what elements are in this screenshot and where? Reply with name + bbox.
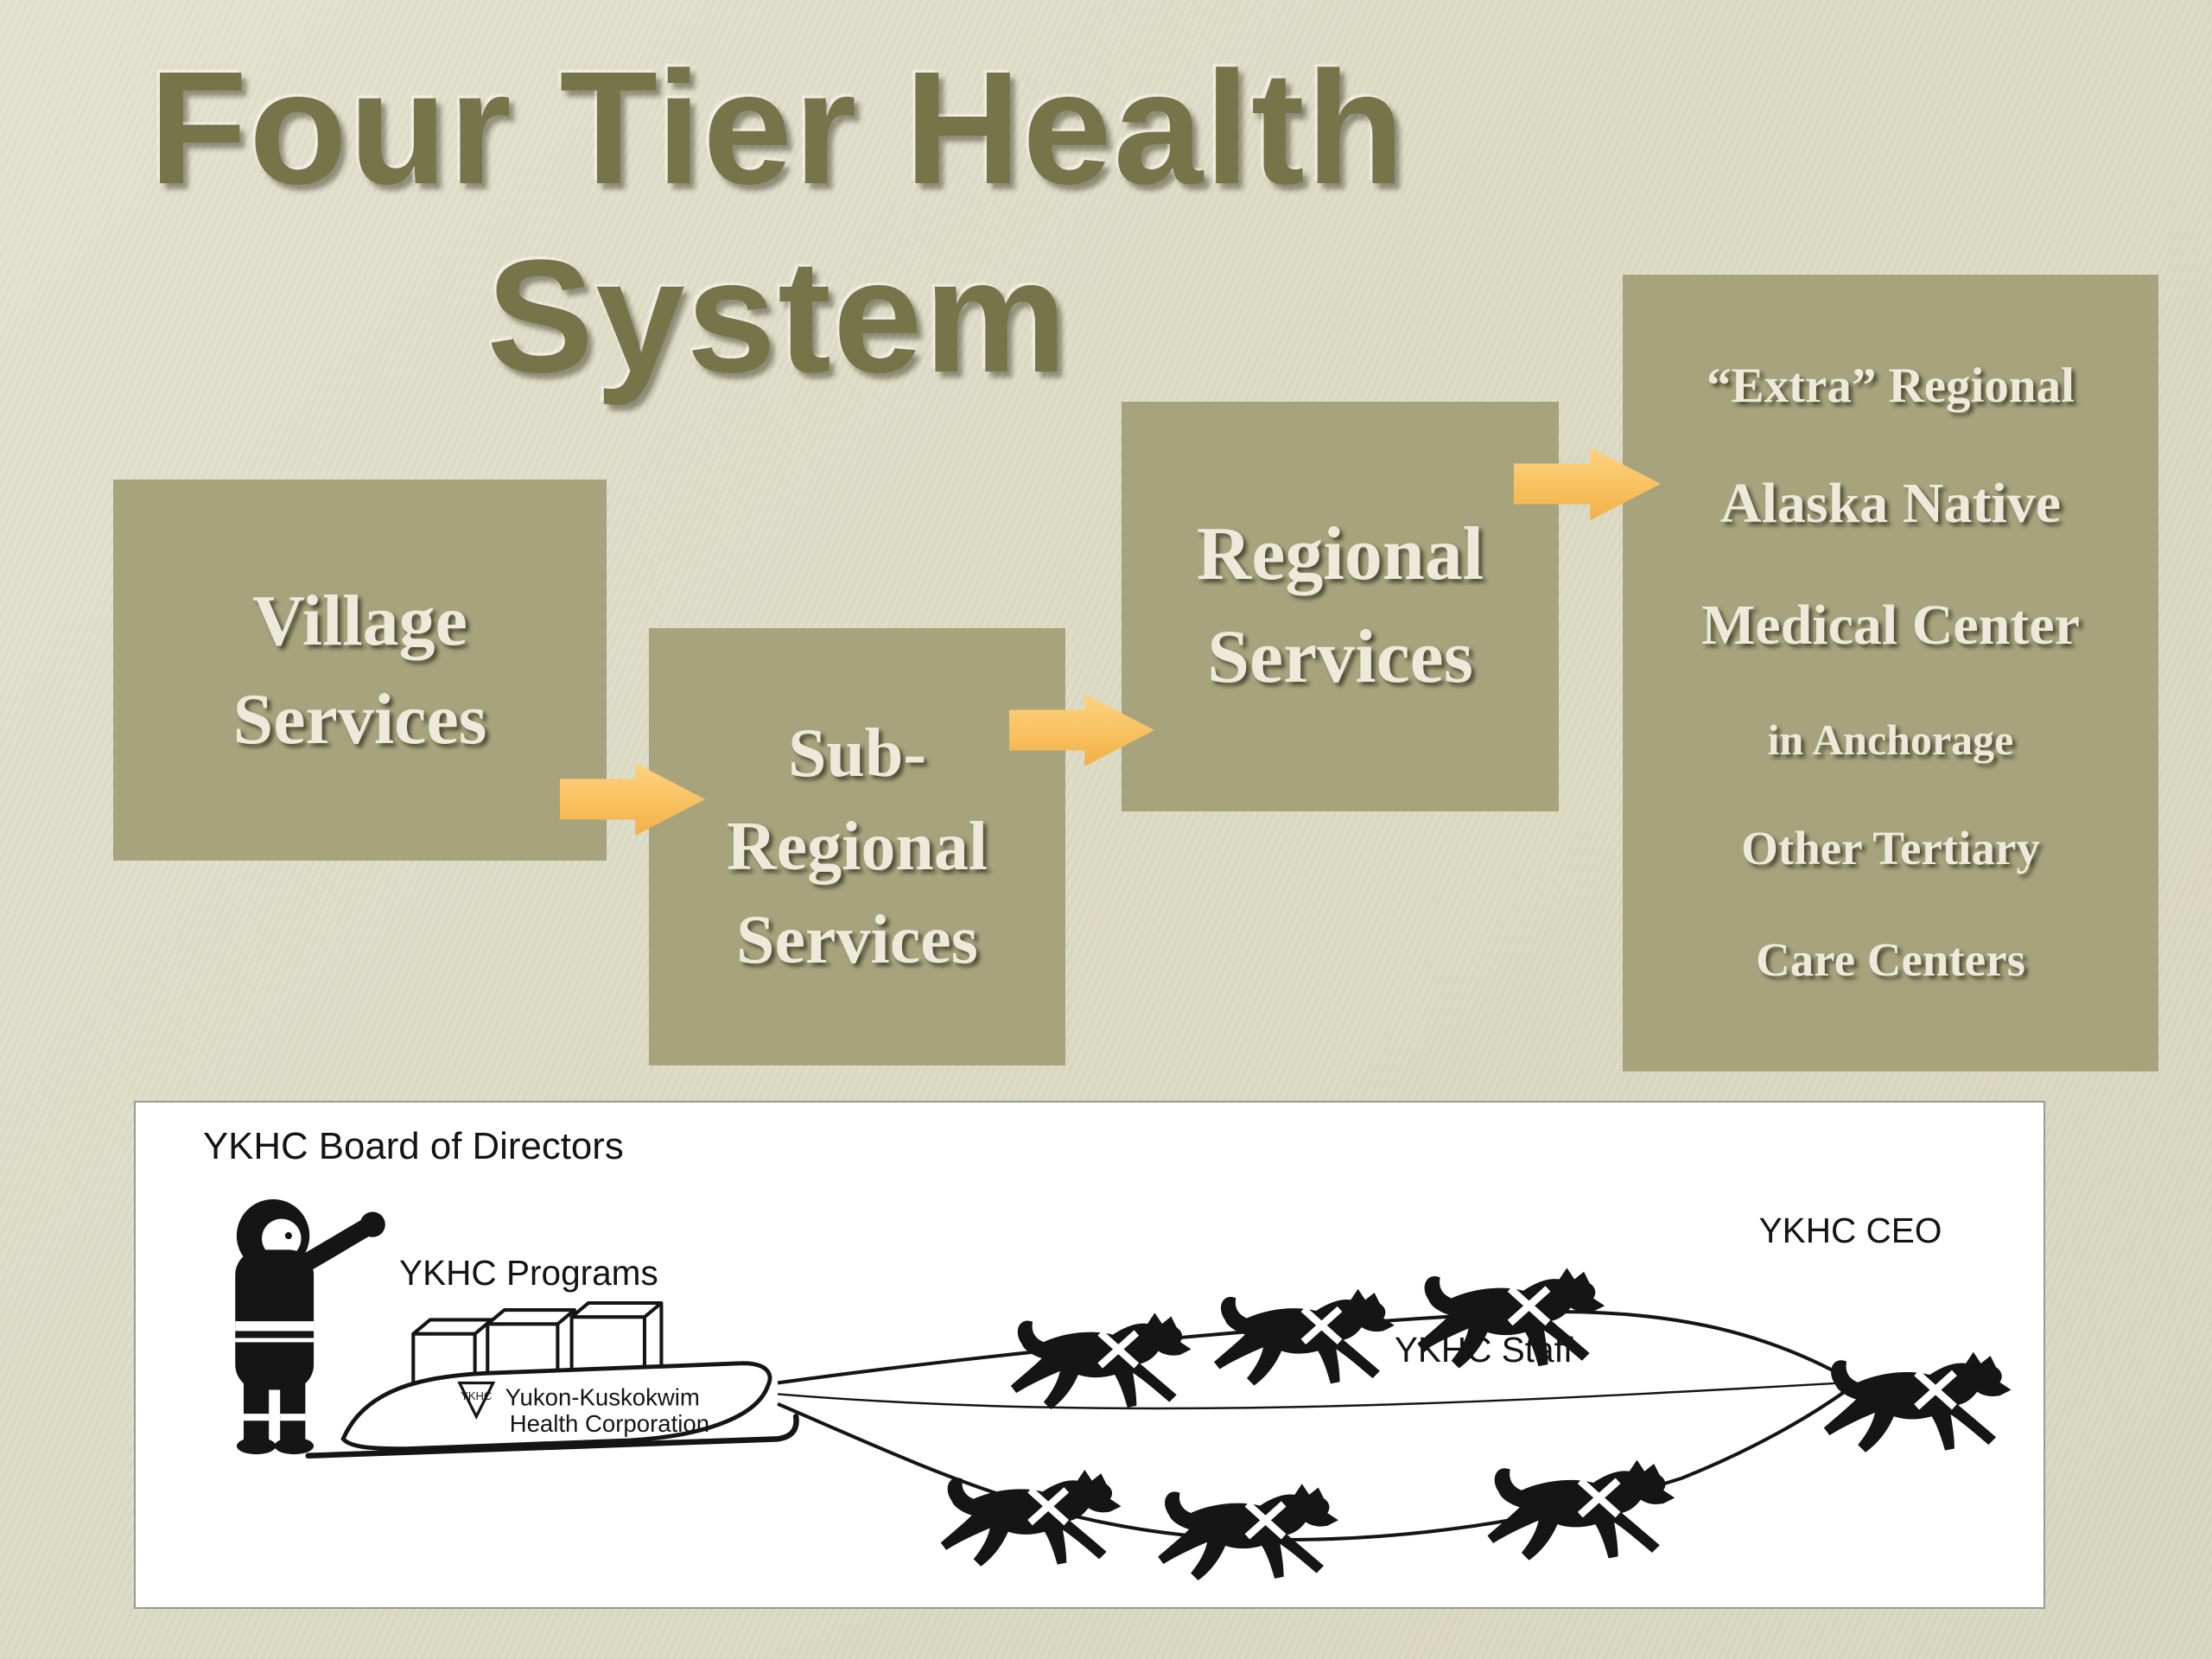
slide-title-line1: Four Tier Health: [149, 39, 1407, 218]
sled-logo-text: YKHC: [461, 1389, 492, 1402]
tier-box-sub-regional-services: Sub- Regional Services: [649, 628, 1065, 1065]
musher-icon: [235, 1198, 385, 1455]
tier-box-regional-services: Regional Services: [1122, 402, 1559, 811]
lead-dog-icon: [1824, 1352, 2012, 1452]
tier-label-line: Medical Center: [1701, 594, 2080, 658]
slide-title-line2: System: [486, 226, 1069, 406]
slide-title: Four Tier Health System: [95, 35, 1460, 410]
programs-label: YKHC Programs: [399, 1253, 658, 1293]
sled-dog-icon: [1487, 1460, 1675, 1560]
tier-label-line: Other Tertiary: [1741, 822, 2040, 875]
sled-dog-icon: [1214, 1289, 1395, 1386]
sled-dog-team: [941, 1268, 2012, 1580]
board-of-directors-label: YKHC Board of Directors: [203, 1125, 624, 1167]
tier-label-line: Village: [252, 581, 467, 662]
ykhc-dogsled-diagram-panel: YKHC Yukon-Kuskokwim Health Corporation: [134, 1101, 2045, 1609]
tier-label-line: “Extra” Regional: [1707, 359, 2075, 414]
sled-org-line1: Yukon-Kuskokwim: [505, 1383, 700, 1410]
gangline: [777, 1310, 1848, 1541]
tier-label-line: Care Centers: [1755, 933, 2026, 987]
tier-label-line: Regional: [726, 809, 988, 885]
tier-label-line: in Anchorage: [1767, 715, 2014, 765]
tier-label-line: Services: [1207, 615, 1473, 699]
staff-label: YKHC Staff: [1395, 1330, 1573, 1370]
dogsled-illustration: YKHC Yukon-Kuskokwim Health Corporation: [203, 1125, 2044, 1607]
tier-label-line: Sub-: [787, 715, 927, 791]
tier-box-village-services: Village Services: [113, 480, 607, 861]
sled-icon: YKHC Yukon-Kuskokwim Health Corporation: [305, 1361, 799, 1459]
tier-box-extra-regional: “Extra” Regional Alaska Native Medical C…: [1623, 275, 2158, 1071]
tier-label-line: Regional: [1196, 512, 1484, 597]
sled-dog-icon: [1011, 1313, 1192, 1409]
ceo-label: YKHC CEO: [1759, 1211, 1942, 1250]
tier-label-line: Services: [232, 678, 487, 760]
tier-label-line: Alaska Native: [1719, 472, 2062, 536]
sled-dog-icon: [1158, 1484, 1338, 1580]
sled-org-line2: Health Corporation: [510, 1410, 709, 1437]
cargo-boxes-icon: [411, 1300, 664, 1387]
tier-label-line: Services: [736, 902, 978, 978]
